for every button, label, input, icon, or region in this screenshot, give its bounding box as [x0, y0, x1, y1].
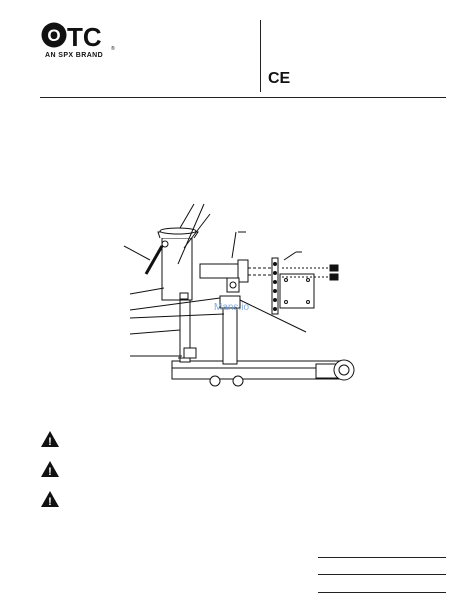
warning-triangle-icon: ! — [41, 461, 59, 478]
signature-line — [318, 592, 446, 593]
watermark-text: Mans.io — [214, 302, 250, 313]
svg-text:TC: TC — [67, 22, 102, 52]
ce-mark: CE — [268, 70, 291, 87]
otc-logo: O TC ® — [41, 22, 115, 52]
svg-text:!: ! — [48, 436, 52, 448]
signature-line — [318, 574, 446, 575]
signature-line — [318, 557, 446, 558]
header-divider — [260, 20, 261, 92]
svg-text:!: ! — [48, 466, 52, 478]
brand-tagline: AN SPX BRAND — [45, 52, 104, 59]
warning-triangle-icon: ! — [41, 491, 59, 508]
svg-text:!: ! — [48, 496, 52, 508]
svg-text:O: O — [47, 26, 60, 45]
engine-stand-diagram — [123, 203, 355, 387]
svg-text:®: ® — [111, 45, 115, 52]
header-rule — [40, 97, 446, 98]
warning-triangle-icon: ! — [41, 431, 59, 448]
